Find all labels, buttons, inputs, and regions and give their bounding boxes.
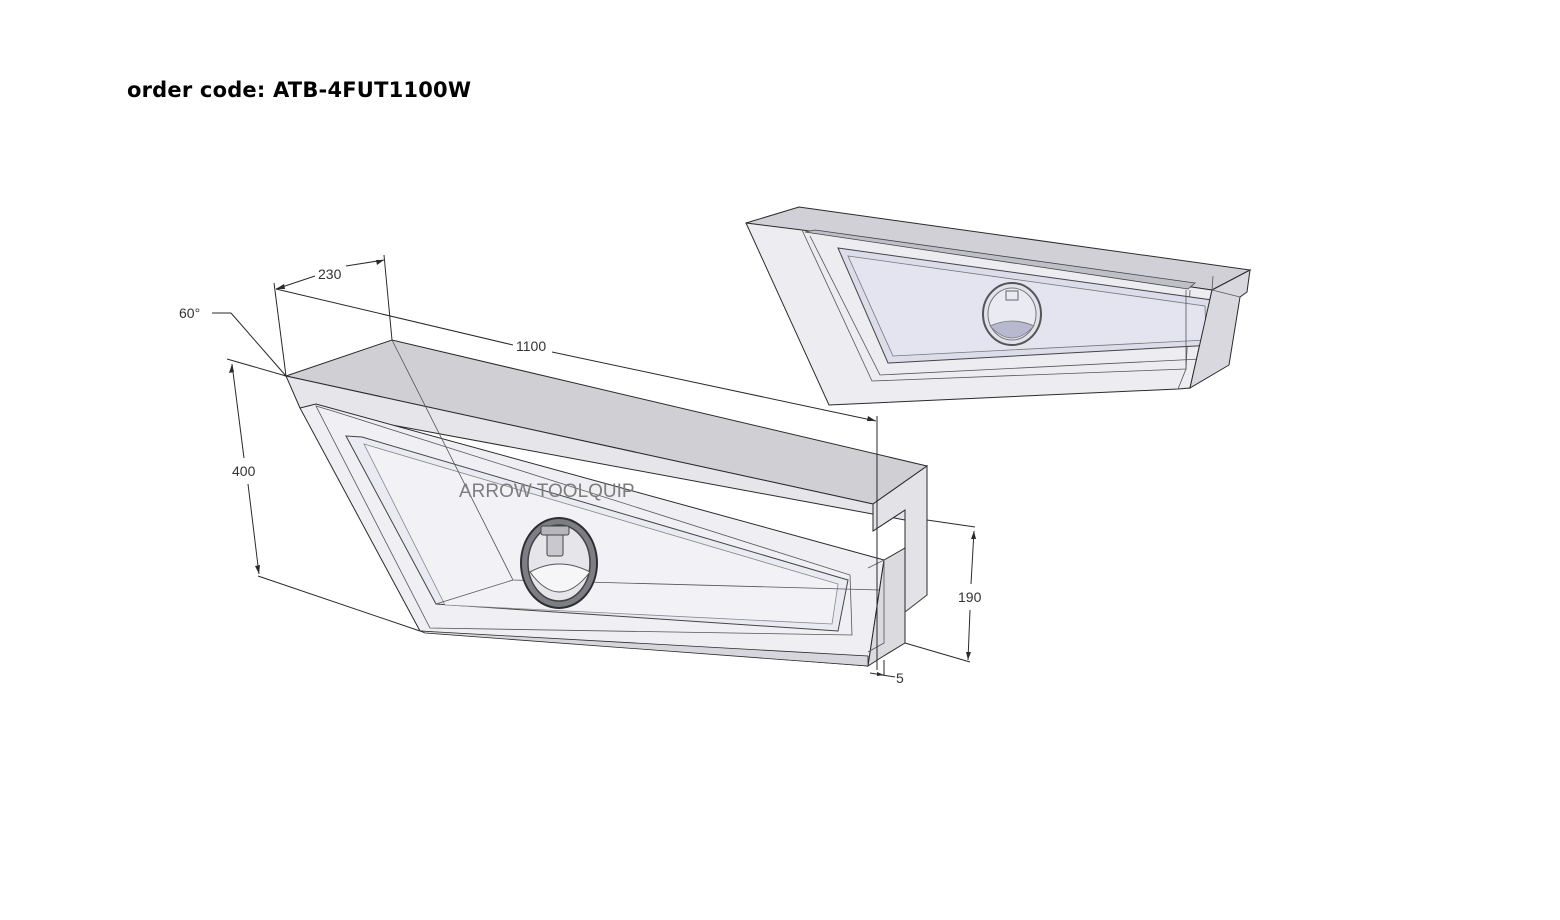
front-door-inset (363, 443, 839, 625)
dim-190-arrow-bottom (966, 652, 971, 660)
front-right-step-2 (904, 594, 928, 613)
dim-angle-label: 60° (179, 305, 200, 321)
dim-190-ext-bottom (904, 642, 971, 663)
toolbox-front-view: ARROW TOOLQUIP (284, 339, 929, 668)
front-bottom-strip (419, 630, 869, 667)
dim-depth-label: 230 (318, 266, 342, 282)
dim-400-arrow-top (229, 364, 234, 373)
dim-angle-leader (230, 312, 287, 377)
rear-top-rail (804, 229, 1196, 290)
dim-190-ext-top (926, 519, 976, 528)
dim-lip-offset-label: 5 (896, 670, 904, 686)
dim-230-ext-left (273, 282, 287, 377)
front-handle (520, 517, 598, 609)
dim-400-ext-bottom (257, 575, 421, 632)
dim-5-arrow (877, 672, 884, 676)
dim-230-arrow-left (276, 284, 285, 289)
rear-handle (982, 282, 1042, 346)
front-hidden-edge-2 (435, 579, 514, 605)
dim-230-ext-right (383, 254, 393, 341)
dim-400-line-b (247, 483, 260, 575)
dim-1100-line-b (551, 351, 877, 422)
dim-400-arrow-bottom (255, 565, 260, 574)
dim-1100-line-a (275, 288, 514, 346)
dim-230-arrow-right (376, 260, 384, 265)
dim-400-ext-top (226, 358, 287, 377)
order-code-title: order code: ATB-4FUT1100W (127, 78, 472, 102)
dim-height-label: 400 (232, 463, 256, 479)
dim-190-arrow-top (971, 531, 976, 539)
toolbox-rear-view (745, 206, 1252, 406)
rear-right-step (1177, 290, 1187, 390)
dim-length-label: 1100 (516, 338, 546, 354)
dim-190-line-a (970, 530, 975, 585)
dim-1100-arrow (867, 416, 876, 421)
brand-watermark: ARROW TOOLQUIP (459, 481, 635, 502)
rear-right-step-2 (1211, 275, 1241, 298)
dim-400-line-a (231, 363, 245, 459)
front-right-step (867, 559, 885, 653)
dim-lip-height-label: 190 (958, 589, 982, 605)
dim-190-line-b (967, 609, 971, 661)
dimension-annotations: 230 60° 1100 400 190 5 (179, 254, 982, 686)
